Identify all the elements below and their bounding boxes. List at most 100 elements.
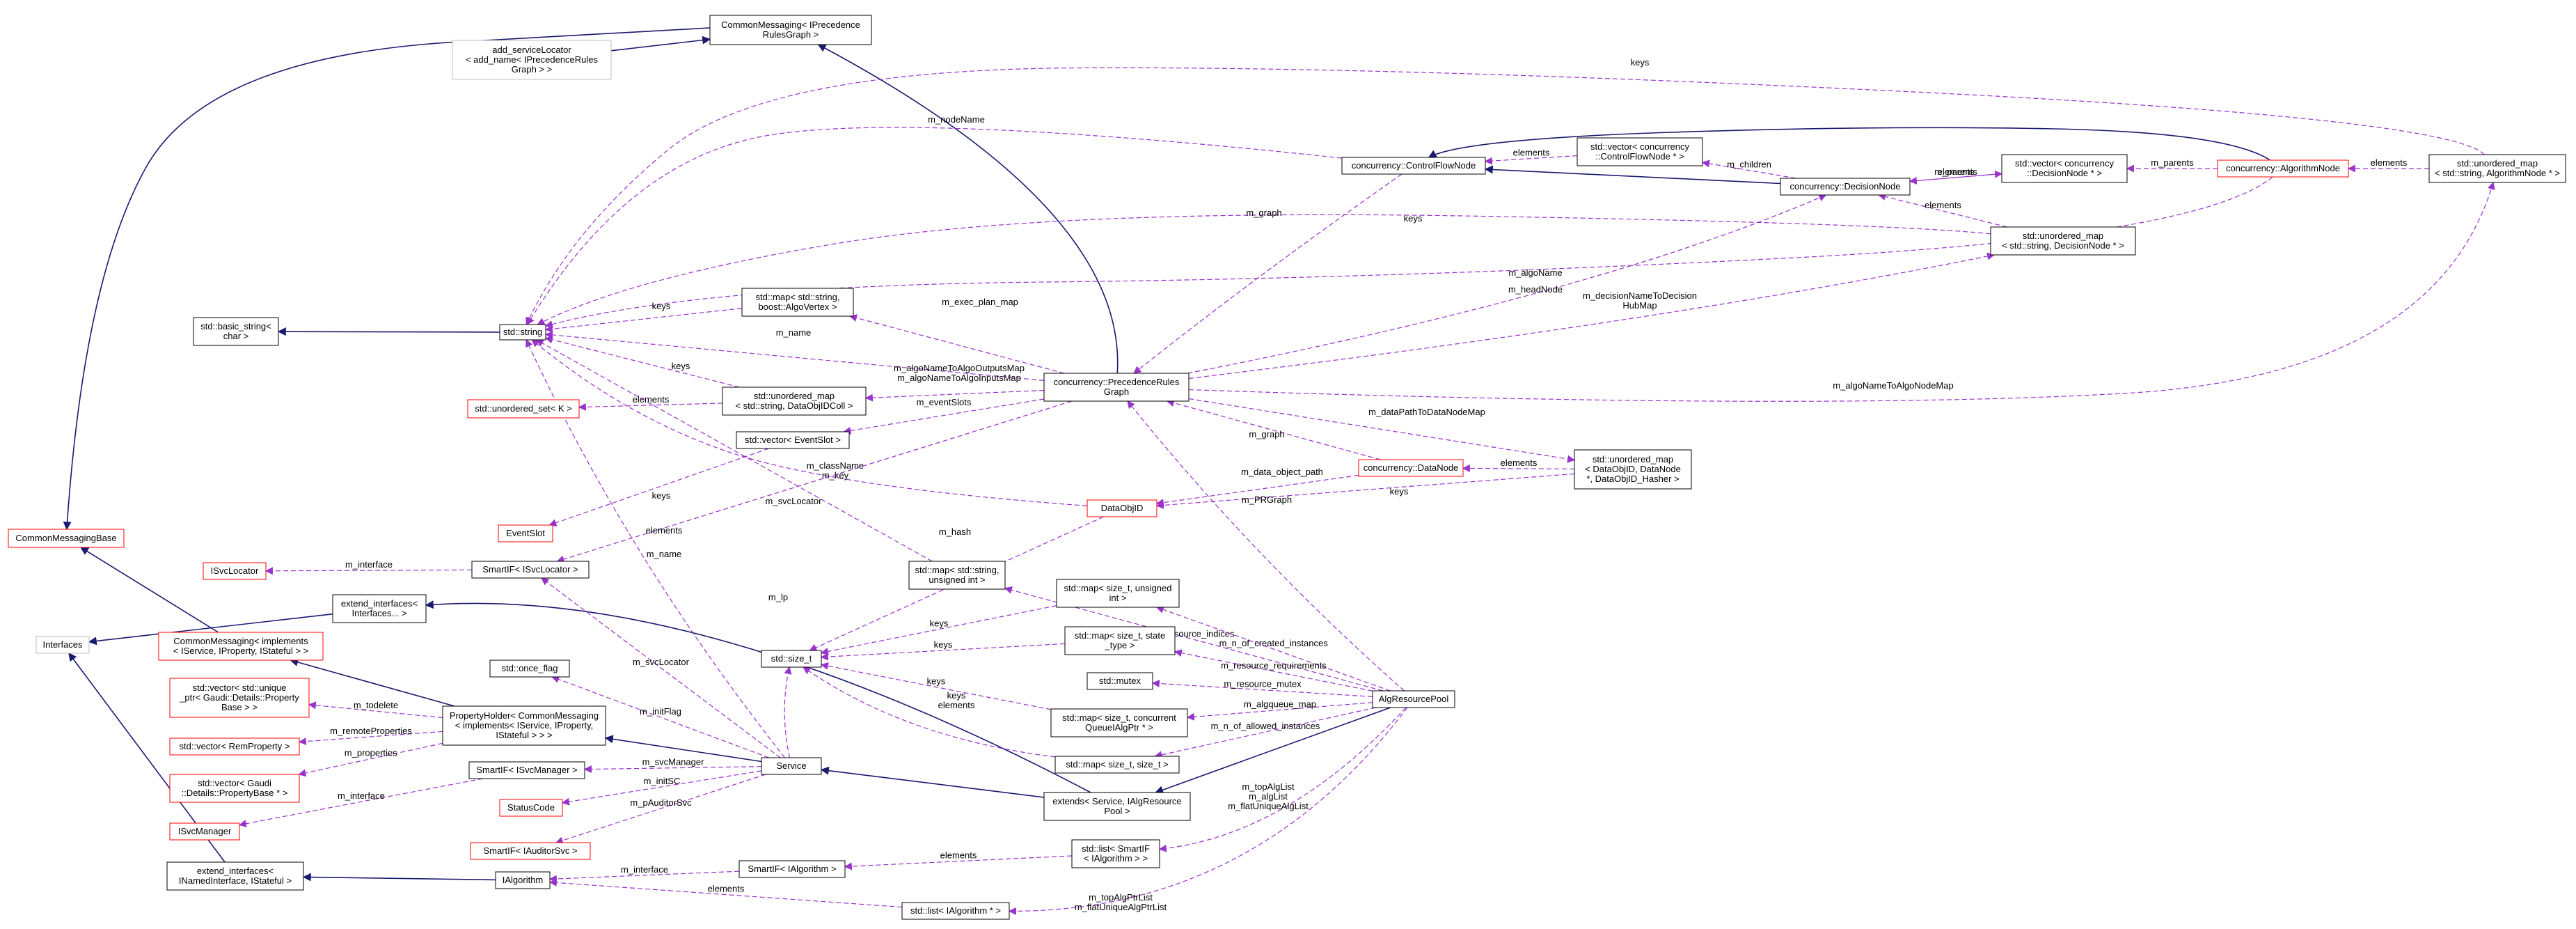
class-node-decisionnode[interactable]: concurrency::DecisionNode xyxy=(1780,178,1911,196)
class-node-algnode[interactable]: concurrency::AlgorithmNode xyxy=(2217,159,2349,178)
edge-line xyxy=(302,873,496,882)
class-node-map-sizet-state[interactable]: std::map< size_t, state_type > xyxy=(1064,626,1176,655)
edge-label: m_topAlgList xyxy=(1242,781,1295,792)
class-node-label: std::vector< EventSlot > xyxy=(745,435,841,445)
class-node-box xyxy=(1043,792,1191,821)
class-node-umap-str-dataobjidcoll[interactable]: std::unordered_map< std::string, DataObj… xyxy=(722,387,867,416)
edge-label: m_eventSlots xyxy=(917,397,972,407)
edge-line xyxy=(864,389,1045,402)
class-node-ialgorithm[interactable]: IAlgorithm xyxy=(495,871,551,889)
class-node-map-str-vertex[interactable]: std::map< std::string,boost::AlgoVertex … xyxy=(741,288,854,317)
edge-label: m_pAuditorSvc xyxy=(630,797,692,808)
class-node-cfnode[interactable]: concurrency::ControlFlowNode xyxy=(1341,157,1486,175)
usage-edge-map-str-uint-to-std-string: keys xyxy=(535,339,933,562)
class-node-propholder[interactable]: PropertyHolder< CommonMessaging< impleme… xyxy=(442,705,606,746)
class-node-mutex[interactable]: std::mutex xyxy=(1086,672,1153,690)
class-node-basic-string[interactable]: std::basic_string<char > xyxy=(193,317,279,346)
class-node-label: < IService, IProperty, IStateful > > xyxy=(173,646,309,656)
class-node-vec-remprop[interactable]: std::vector< RemProperty > xyxy=(169,737,300,756)
edge-line xyxy=(290,658,455,707)
class-node-smartif-ialg[interactable]: SmartIF< IAlgorithm > xyxy=(738,860,846,878)
class-node-add-svc[interactable]: add_serviceLocator< add_name< IPrecedenc… xyxy=(452,40,612,80)
class-node-statuscode[interactable]: StatusCode xyxy=(499,799,563,817)
class-node-label: std::vector< RemProperty > xyxy=(180,741,290,751)
inheritance-edge-ext-interfaces-to-interfaces xyxy=(88,613,333,646)
class-node-map-sizet-sizet[interactable]: std::map< size_t, size_t > xyxy=(1054,756,1180,774)
edge-label: m_algoNameToAlgoNodeMap xyxy=(1833,380,1953,391)
edge-line xyxy=(1155,606,1391,692)
usage-edge-umap-str-dataobjidcoll-to-unordered-set-k: elements xyxy=(578,394,723,411)
edge-label: elements xyxy=(1501,458,1538,468)
class-node-box xyxy=(471,561,590,579)
class-node-umap-dataobjid[interactable]: std::unordered_map< DataObjID, DataNode*… xyxy=(1574,449,1692,490)
usage-edge-decisionnode-to-vec-cfnode: m_children xyxy=(1701,159,1796,179)
class-node-vec-cfnode[interactable]: std::vector< concurrency::ControlFlowNod… xyxy=(1577,137,1703,166)
class-node-smartif-svcmgr[interactable]: SmartIF< ISvcManager > xyxy=(468,761,585,779)
class-node-algresourcepool[interactable]: AlgResourcePool xyxy=(1372,690,1455,708)
class-node-cm-impl[interactable]: CommonMessaging< implements< IService, I… xyxy=(158,632,324,661)
class-node-list-ialg[interactable]: std::list< IAlgorithm * > xyxy=(901,902,1010,920)
edge-label: m_algoNameToAlgoOutputsMap xyxy=(894,363,1025,373)
class-node-ext-named[interactable]: extend_interfaces<INamedInterface, IStat… xyxy=(166,861,304,891)
class-node-map-str-uint[interactable]: std::map< std::string,unsigned int > xyxy=(908,561,1006,590)
class-node-std-string[interactable]: std::string xyxy=(499,324,546,341)
class-node-interfaces[interactable]: Interfaces xyxy=(35,636,90,654)
class-node-vec-uptr[interactable]: std::vector< std::unique_ptr< Gaudi::Det… xyxy=(169,678,310,718)
class-node-unordered-set-k[interactable]: std::unordered_set< K > xyxy=(467,399,580,419)
edge-line xyxy=(551,676,769,758)
edge-label: elements xyxy=(940,850,977,861)
class-node-eventslot[interactable]: EventSlot xyxy=(498,524,553,542)
edge-label: m_graph xyxy=(1249,429,1284,439)
class-node-isvclocator[interactable]: ISvcLocator xyxy=(203,562,267,580)
class-node-vec-decnode[interactable]: std::vector< concurrency::DecisionNode *… xyxy=(2001,154,2128,183)
class-node-label: std::unordered_map xyxy=(754,391,835,401)
class-node-once-flag[interactable]: std::once_flag xyxy=(489,659,570,678)
class-node-cm-base[interactable]: CommonMessagingBase xyxy=(8,529,125,548)
class-node-list-smartif[interactable]: std::list< SmartIF< IAlgorithm > > xyxy=(1071,839,1160,868)
class-node-smartif-svcloc[interactable]: SmartIF< ISvcLocator > xyxy=(471,561,590,579)
class-node-size-t[interactable]: std::size_t xyxy=(761,650,822,668)
class-node-map-sizet-queue[interactable]: std::map< size_t, concurrentQueueIAlgPtr… xyxy=(1050,708,1188,737)
edge-label: m_children xyxy=(1727,159,1771,170)
class-node-isvcmanager[interactable]: ISvcManager xyxy=(169,822,240,841)
edge-line xyxy=(527,127,1343,325)
class-node-ext-interfaces[interactable]: extend_interfaces<Interfaces... > xyxy=(332,594,427,623)
class-node-box xyxy=(908,561,1006,590)
edge-label: keys xyxy=(934,639,953,650)
class-node-box xyxy=(166,861,304,891)
edge-label: m_name xyxy=(776,327,812,338)
edge-line xyxy=(548,448,769,526)
class-node-dataobjid[interactable]: DataObjID xyxy=(1086,499,1157,517)
usage-edge-map-sizet-uint-to-size-t: keys xyxy=(820,605,1057,655)
class-node-label: std::vector< std::unique xyxy=(193,682,287,693)
class-node-box xyxy=(741,288,854,317)
class-node-datanode[interactable]: concurrency::DataNode xyxy=(1358,459,1464,477)
edge-label: m_svcManager xyxy=(642,757,705,767)
edge-line xyxy=(1462,464,1575,473)
edge-label: m_interface xyxy=(345,559,393,570)
class-node-vec-propbase[interactable]: std::vector< Gaudi::Details::PropertyBas… xyxy=(169,774,300,803)
edge-label: m_algoName xyxy=(1508,267,1562,278)
inheritance-edge-service-to-propholder xyxy=(604,735,762,763)
class-node-umap-str-decnode[interactable]: std::unordered_map< std::string, Decisio… xyxy=(1990,226,2136,256)
usage-edge-propholder-to-vec-remprop: m_remoteProperties xyxy=(298,726,443,746)
class-node-box xyxy=(468,761,585,779)
class-node-smartif-auditor[interactable]: SmartIF< IAuditorSvc > xyxy=(470,842,591,860)
edge-line xyxy=(308,701,443,719)
class-node-box xyxy=(169,737,300,756)
edge-label: m_n_of_allowed_instances xyxy=(1211,721,1320,731)
class-node-label: *, DataObjID_Hasher > xyxy=(1586,474,1679,484)
class-node-umap-str-algnode[interactable]: std::unordered_map< std::string, Algorit… xyxy=(2428,154,2566,183)
class-node-service[interactable]: Service xyxy=(761,757,822,775)
edge-line xyxy=(531,339,1088,506)
edge-line xyxy=(88,613,333,646)
class-node-vec-eventslot[interactable]: std::vector< EventSlot > xyxy=(736,431,850,449)
edge-line xyxy=(1188,398,1576,463)
usage-edge-datanode-to-prg: m_graph xyxy=(1166,399,1381,460)
class-node-label: AlgResourcePool xyxy=(1379,694,1449,704)
